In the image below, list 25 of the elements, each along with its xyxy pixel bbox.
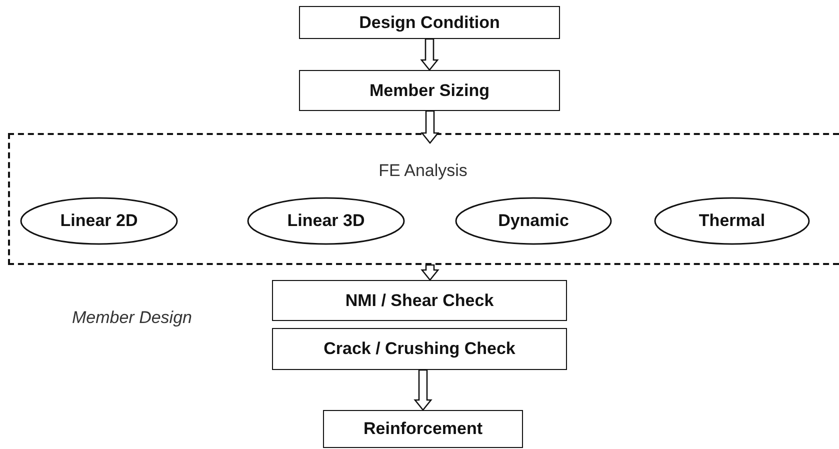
block-arrow xyxy=(420,264,440,282)
section-label: Member Design xyxy=(72,308,192,328)
ellipse-node xyxy=(455,197,612,245)
group-title: FE Analysis xyxy=(378,161,468,181)
process-box xyxy=(299,6,560,39)
process-box xyxy=(299,70,560,111)
ellipse-node xyxy=(247,197,405,245)
ellipse-node xyxy=(20,197,178,245)
process-box xyxy=(323,410,523,448)
node-label: Crack / Crushing Check xyxy=(324,339,516,359)
node-label: Design Condition xyxy=(359,12,500,32)
process-box xyxy=(272,328,567,370)
process-box xyxy=(272,280,567,321)
node-label: NMI / Shear Check xyxy=(345,290,494,310)
node-label: Reinforcement xyxy=(363,419,483,439)
ellipse-node xyxy=(654,197,810,245)
node-label: Member Sizing xyxy=(370,80,490,100)
dashed-group-band xyxy=(8,133,839,265)
block-arrow xyxy=(420,110,440,144)
node-label: Dynamic xyxy=(498,211,569,231)
node-label: Linear 2D xyxy=(60,211,138,231)
node-label: Linear 3D xyxy=(287,211,365,231)
block-arrow xyxy=(414,369,432,412)
node-label: Thermal xyxy=(698,211,766,231)
block-arrow xyxy=(420,38,439,72)
